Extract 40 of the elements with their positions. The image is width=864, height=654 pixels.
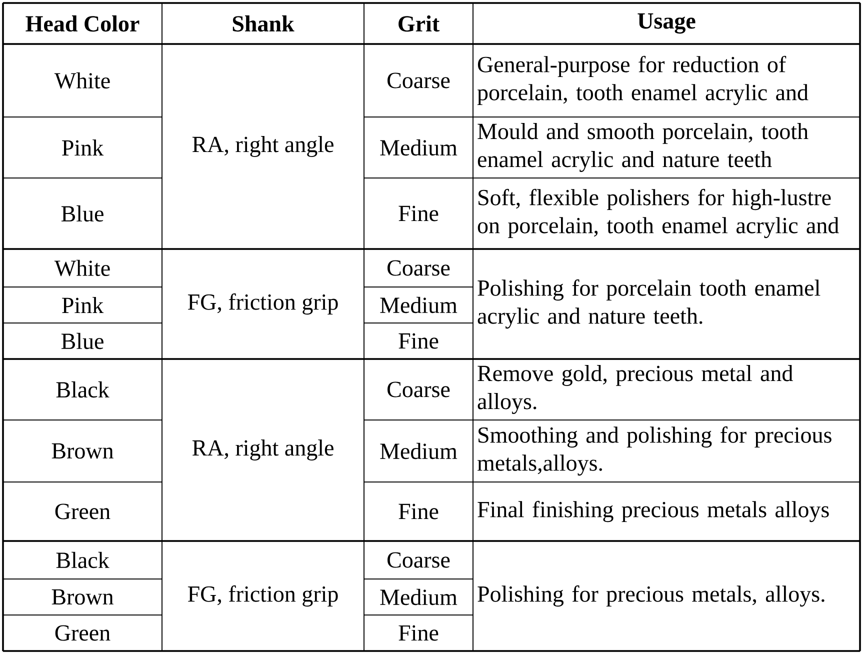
label: Coarse [388,552,450,568]
table-cell: Fine [364,322,474,360]
table-cell: Brown [2,578,162,616]
table-cell: General-purpose for reduction of porcelain, tooth enamel acrylic and [472,44,860,118]
table-cell: Pink [2,286,162,324]
table-cell: RA, right angle [162,358,364,542]
table-cell: Green [2,614,162,652]
table-cell: FG, friction grip [162,248,364,360]
table-cell: FG, friction grip [162,540,364,652]
table-cell: Medium [364,420,474,482]
table-cell: Remove gold, precious metal and alloys. [472,358,860,420]
table-cell: Coarse [364,358,474,420]
table-cell: Brown [2,420,162,482]
label: Black [56,381,110,398]
table-cell: Coarse [364,44,474,118]
header-cell: Grit [364,2,474,44]
table-cell: Medium [364,116,474,178]
header-cell: Usage [472,2,860,44]
label: Head Color [26,15,140,32]
table-cell: Coarse [364,248,474,288]
table-cell: Medium [364,578,474,616]
table-cell: Medium [364,286,474,324]
table-cell: Soft, flexible polishers for high-lustre on porcelain, tooth enamel acrylic and [472,178,860,250]
table-cell: Green [2,482,162,542]
table-cell: Smoothing and polishing for precious metals,alloys. [472,420,860,482]
table-cell: Final finishing precious metals alloys [472,482,860,542]
table-cell: Blue [2,322,162,360]
table-cell: Fine [364,614,474,652]
table-cell: Mould and smooth porcelain, tooth enamel acrylic and nature teeth [472,116,860,178]
header-cell: Shank [162,2,364,44]
label: Polishing for porcelain tooth enamel acrylic and nature teeth. [478,279,820,329]
table-cell: RA, right angle [162,44,364,250]
label: White [54,72,110,89]
table-cell: Fine [364,178,474,250]
label: Black [56,552,110,568]
label: White [54,260,110,276]
table-cell: Blue [2,178,162,250]
table-cell: Fine [364,482,474,542]
table-cell: Pink [2,116,162,178]
table-cell: Polishing for precious metals, alloys. [472,540,860,652]
